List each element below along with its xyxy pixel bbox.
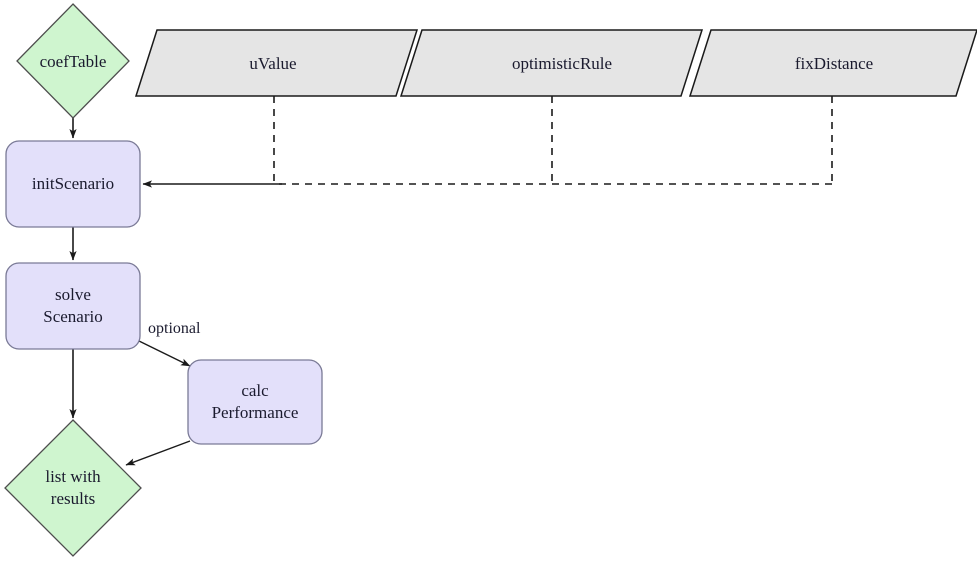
node-fixdistance[interactable] <box>688 29 977 97</box>
node-solvescenario[interactable] <box>5 262 141 350</box>
edge-label-optional: optional <box>148 320 201 337</box>
node-uvalue[interactable] <box>134 29 419 97</box>
edge-calcperformance-to-listwithresults <box>125 440 191 466</box>
node-coeftable[interactable] <box>16 3 130 119</box>
node-listwithresults[interactable] <box>4 419 142 557</box>
node-optimisticrule[interactable] <box>399 29 704 97</box>
edges-layer <box>69 96 833 466</box>
nodes-layer <box>4 3 977 557</box>
node-calcperformance[interactable] <box>187 359 323 445</box>
node-initscenario[interactable] <box>5 140 141 228</box>
edge-solvescenario-to-calcperformance <box>138 340 191 367</box>
